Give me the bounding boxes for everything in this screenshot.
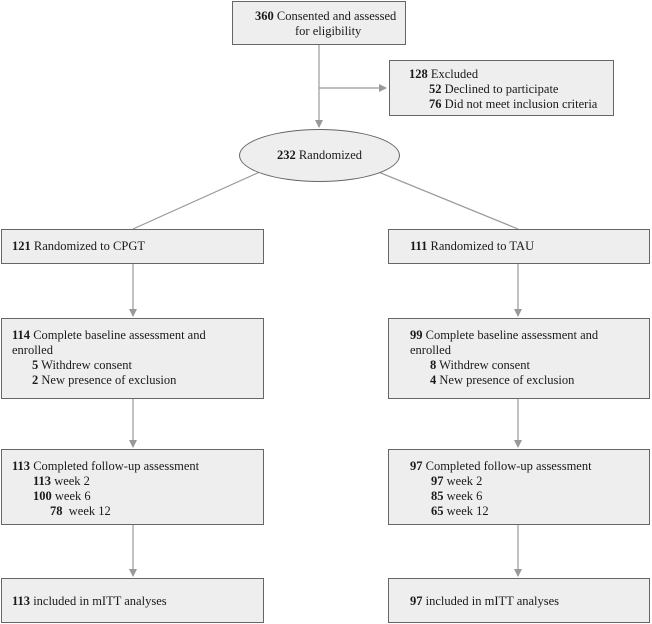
tau-baseline-label: Complete baseline assessment and — [425, 328, 599, 342]
tau-baseline-box: 99 Complete baseline assessment and enro… — [388, 318, 650, 399]
excluded-count: 128 — [409, 67, 428, 81]
tau-followup-item-label: week 2 — [446, 474, 483, 488]
cpgt-randomized-label: Randomized to CPGT — [33, 239, 145, 253]
line-randomized-to-cpgt — [132, 170, 263, 230]
consented-count: 360 — [255, 9, 274, 23]
tau-followup-box: 97 Completed follow-up assessment 97 wee… — [388, 449, 650, 525]
cpgt-baseline-label-line2: enrolled — [12, 343, 53, 357]
cpgt-baseline-item-count: 2 — [32, 373, 39, 387]
cpgt-followup-item-count: 100 — [33, 489, 52, 503]
tau-analysis-label: included in mITT analyses — [425, 594, 560, 608]
excluded-item-label: Did not meet inclusion criteria — [444, 97, 598, 111]
excluded-label: Excluded — [430, 67, 479, 81]
tau-followup-item-label: week 6 — [446, 489, 483, 503]
cpgt-randomized-count: 121 — [12, 239, 31, 253]
cpgt-analysis-label: included in mITT analyses — [33, 594, 167, 608]
tau-followup-label: Completed follow-up assessment — [425, 459, 592, 473]
tau-baseline-label-line2: enrolled — [410, 343, 451, 357]
cpgt-randomized-box: 121 Randomized to CPGT — [1, 229, 264, 264]
tau-analysis-count: 97 — [410, 594, 423, 608]
cpgt-followup-item-count: 113 — [33, 474, 52, 488]
cpgt-followup-item-label: week 6 — [54, 489, 91, 503]
tau-followup-item-count: 97 — [431, 474, 444, 488]
excluded-box: 128 Excluded 52 Declined to participate … — [389, 60, 614, 116]
excluded-item-count: 76 — [429, 97, 442, 111]
cpgt-followup-label: Completed follow-up assessment — [33, 459, 200, 473]
tau-followup-item-count: 85 — [431, 489, 444, 503]
tau-randomized-count: 111 — [410, 239, 428, 253]
randomized-label: Randomized — [298, 148, 363, 162]
excluded-item-label: Declined to participate — [444, 82, 559, 96]
cpgt-followup-item-count: 78 — [50, 504, 63, 518]
tau-baseline-count: 99 — [410, 328, 423, 342]
tau-analysis-box: 97 included in mITT analyses — [388, 578, 650, 623]
cpgt-followup-box: 113 Completed follow-up assessment 113 w… — [1, 449, 264, 525]
cpgt-baseline-item-label: Withdrew consent — [41, 358, 132, 372]
tau-randomized-box: 111 Randomized to TAU — [388, 229, 650, 264]
cpgt-baseline-item-label: New presence of exclusion — [41, 373, 177, 387]
cpgt-analysis-count: 113 — [12, 594, 31, 608]
consented-label: Consented and assessed — [276, 9, 397, 23]
tau-baseline-item-count: 4 — [430, 373, 437, 387]
excluded-item-count: 52 — [429, 82, 442, 96]
tau-randomized-label: Randomized to TAU — [430, 239, 535, 253]
consented-box: 360 Consented and assessed for eligibili… — [232, 1, 406, 45]
tau-followup-item-label: week 12 — [446, 504, 489, 518]
tau-followup-item-count: 65 — [431, 504, 444, 518]
cpgt-followup-item-label: week 12 — [65, 504, 111, 518]
tau-baseline-item-count: 8 — [430, 358, 437, 372]
cpgt-baseline-label: Complete baseline assessment and — [33, 328, 206, 342]
randomized-ellipse: 232 Randomized — [239, 129, 400, 182]
cpgt-baseline-item-count: 5 — [32, 358, 39, 372]
tau-followup-count: 97 — [410, 459, 423, 473]
consented-label-line2: for eligibility — [295, 24, 362, 38]
tau-baseline-item-label: Withdrew consent — [439, 358, 530, 372]
cpgt-baseline-box: 114 Complete baseline assessment and enr… — [1, 318, 264, 399]
cpgt-followup-count: 113 — [12, 459, 31, 473]
line-randomized-to-tau — [375, 170, 519, 230]
cpgt-baseline-count: 114 — [12, 328, 31, 342]
randomized-count: 232 — [276, 148, 296, 162]
cpgt-analysis-box: 113 included in mITT analyses — [1, 578, 264, 623]
tau-baseline-item-label: New presence of exclusion — [439, 373, 575, 387]
cpgt-followup-item-label: week 2 — [54, 474, 90, 488]
